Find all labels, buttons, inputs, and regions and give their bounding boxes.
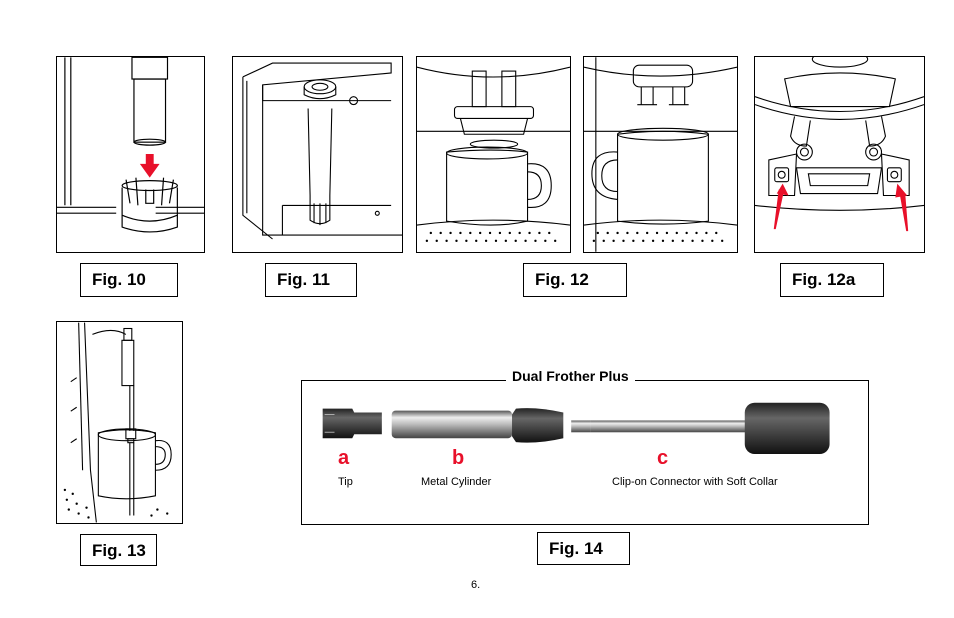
frother-title: Dual Frother Plus xyxy=(506,368,635,384)
fig12-label: Fig. 12 xyxy=(523,263,627,297)
part-c-label: Clip-on Connector with Soft Collar xyxy=(612,476,778,488)
fig13-label: Fig. 13 xyxy=(80,534,157,566)
fig14-illustration xyxy=(301,380,869,525)
fig10-label: Fig. 10 xyxy=(80,263,178,297)
part-a-letter: a xyxy=(338,447,350,469)
page-number: 6. xyxy=(471,579,481,591)
fig12-illustration-right xyxy=(583,56,738,253)
fig14-label: Fig. 14 xyxy=(537,532,630,565)
fig14-label-text: Fig. 14 xyxy=(549,539,603,558)
fig12a-illustration xyxy=(754,56,925,253)
part-a-label: Tip xyxy=(338,476,353,488)
part-b-label: Metal Cylinder xyxy=(421,476,492,488)
fig10-illustration xyxy=(56,56,205,253)
part-c-letter: c xyxy=(657,447,669,469)
part-b-letter: b xyxy=(452,447,465,469)
fig12-label-text: Fig. 12 xyxy=(535,270,589,289)
fig11-label: Fig. 11 xyxy=(265,263,357,297)
fig12a-label-text: Fig. 12a xyxy=(792,270,856,289)
fig13-illustration xyxy=(56,321,183,524)
fig11-illustration xyxy=(232,56,403,253)
fig12-illustration-left xyxy=(416,56,571,253)
fig13-label-text: Fig. 13 xyxy=(92,541,146,560)
fig10-label-text: Fig. 10 xyxy=(92,270,146,289)
fig11-label-text: Fig. 11 xyxy=(277,270,330,289)
fig12a-label: Fig. 12a xyxy=(780,263,884,297)
